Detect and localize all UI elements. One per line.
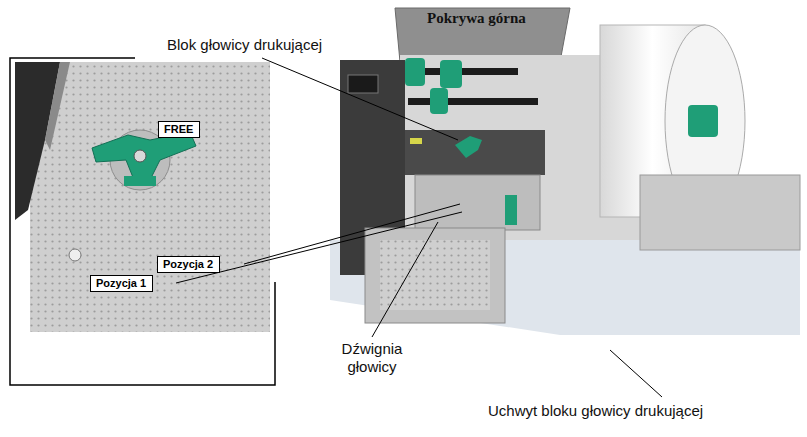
position-box: Pozycja 1: [90, 275, 153, 292]
part-label: Pokrywa górna: [427, 9, 526, 27]
part-label: Uchwyt bloku głowicy drukującej: [488, 402, 703, 420]
part-label: Blok głowicy drukującej: [167, 36, 322, 54]
position-box: Pozycja 2: [157, 256, 220, 273]
box-text: FREE: [164, 123, 193, 136]
inset-frame: [10, 58, 275, 385]
box-text: Pozycja 1: [96, 277, 146, 290]
printer-photo: [330, 8, 800, 335]
part-label: Dźwignia głowicy: [334, 340, 410, 376]
inset-photo: [15, 62, 270, 332]
leader-lines: [176, 58, 662, 397]
box-text: Pozycja 2: [163, 258, 213, 271]
position-box: FREE: [158, 121, 200, 138]
